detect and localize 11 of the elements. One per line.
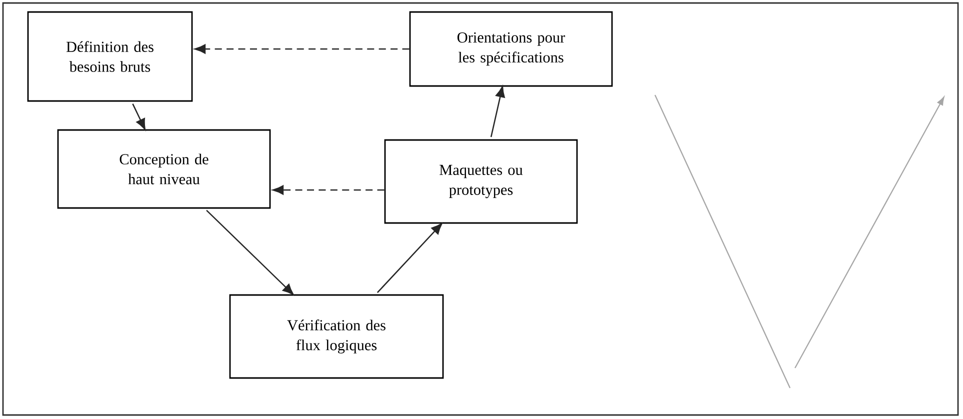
process-box: Vérification des flux logiques bbox=[229, 294, 444, 379]
arrow bbox=[194, 44, 410, 54]
process-box: Définition des besoins bruts bbox=[27, 11, 193, 102]
arrow bbox=[272, 185, 384, 195]
arrow bbox=[490, 86, 505, 138]
process-box: Conception de haut niveau bbox=[57, 129, 271, 209]
arrow bbox=[376, 223, 442, 294]
arrow bbox=[132, 104, 146, 130]
process-box: Maquettes ou prototypes bbox=[384, 139, 578, 224]
process-box: Orientations pour les spécifications bbox=[409, 11, 613, 87]
arrow bbox=[206, 210, 294, 295]
